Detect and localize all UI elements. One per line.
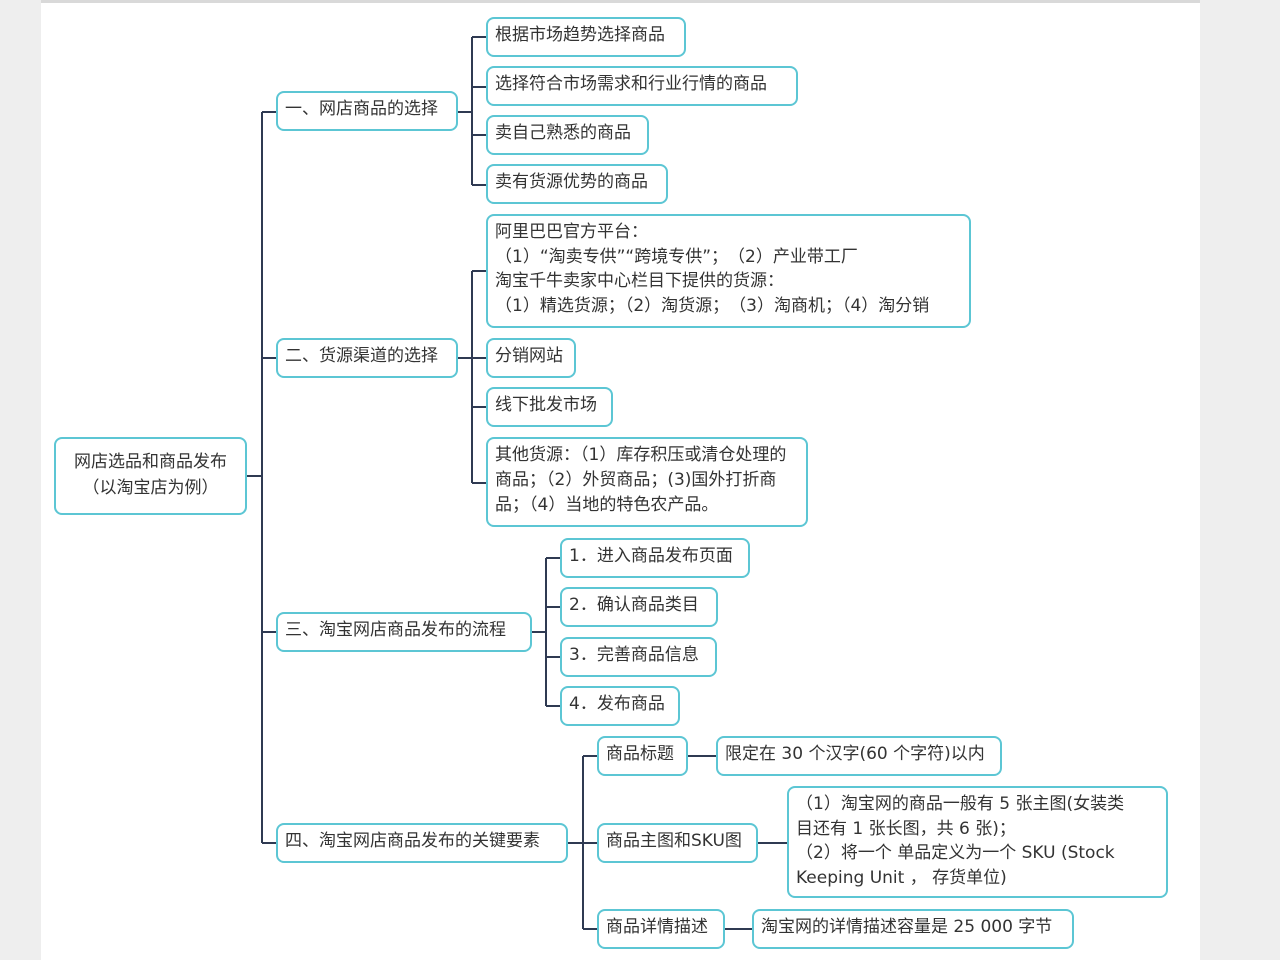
leaf-market-demand[interactable]: 选择符合市场需求和行业行情的商品 [486,66,798,106]
leaf-alibaba-platform[interactable]: 阿里巴巴官方平台： （1）“淘卖专供”“跨境专供”； （2）产业带工厂 淘宝千牛… [486,214,971,328]
leaf-other-sources[interactable]: 其他货源：（1）库存积压或清仓处理的 商品；（2）外贸商品；(3)国外打折商 品… [486,437,808,527]
step-enter-publish-page[interactable]: 1．进入商品发布页面 [560,538,750,578]
root-line-2: （以淘宝店为例） [82,478,219,498]
step-complete-info[interactable]: 3．完善商品信息 [560,637,717,677]
leaf-market-trend[interactable]: 根据市场趋势选择商品 [486,17,686,57]
detail-product-title[interactable]: 限定在 30 个汉字(60 个字符)以内 [716,736,1002,776]
leaf-distribution-site[interactable]: 分销网站 [486,338,576,378]
branch-supply-channel[interactable]: 二、货源渠道的选择 [276,338,458,378]
connector-b2 [458,270,486,484]
step-publish-product[interactable]: 4．发布商品 [560,686,680,726]
connector-b4-details [688,755,787,930]
step-confirm-category[interactable]: 2．确认商品类目 [560,587,718,627]
leaf-wholesale-market[interactable]: 线下批发市场 [486,387,613,427]
element-detail-description[interactable]: 商品详情描述 [597,909,725,949]
detail-description-capacity[interactable]: 淘宝网的详情描述容量是 25 000 字节 [752,909,1074,949]
branch-product-selection[interactable]: 一、网店商品的选择 [276,91,458,131]
leaf-supply-advantage[interactable]: 卖有货源优势的商品 [486,164,668,204]
root-node[interactable]: 网店选品和商品发布 （以淘宝店为例） [54,437,247,515]
connector-root-l1 [247,111,276,844]
connector-b1 [458,36,486,186]
branch-publish-process[interactable]: 三、淘宝网店商品发布的流程 [276,612,532,652]
connector-b4 [568,755,597,930]
element-main-image-sku[interactable]: 商品主图和SKU图 [597,823,758,863]
detail-main-image-sku[interactable]: （1）淘宝网的商品一般有 5 张主图(女装类 目还有 1 张长图，共 6 张)；… [787,786,1168,898]
branch-key-elements[interactable]: 四、淘宝网店商品发布的关键要素 [276,823,568,863]
leaf-familiar-goods[interactable]: 卖自己熟悉的商品 [486,115,649,155]
root-line-1: 网店选品和商品发布 [74,452,227,472]
element-product-title[interactable]: 商品标题 [597,736,688,776]
connector-b3 [532,557,560,707]
